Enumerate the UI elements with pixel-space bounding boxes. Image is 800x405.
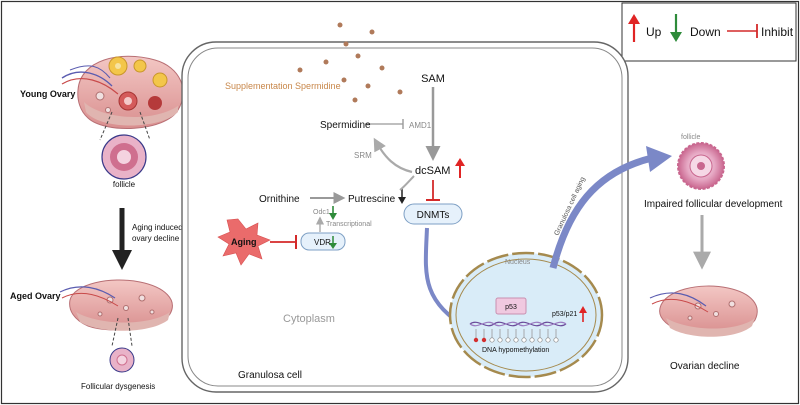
granulosa-cell-label: Granulosa cell	[238, 370, 302, 381]
aging-burst: Aging	[217, 218, 271, 266]
aging-arrow-label-1: Aging induced	[132, 223, 183, 232]
follicle-illustration	[101, 134, 147, 180]
legend-up-label: Up	[646, 25, 662, 39]
young-ovary-illustration	[61, 55, 184, 129]
spermidine-particles	[297, 22, 403, 103]
legend-inhibit-label: Inhibit	[761, 25, 794, 39]
sam-label: SAM	[421, 73, 445, 85]
up-arrow-icon	[628, 14, 640, 42]
dysgenic-follicle-illustration	[109, 347, 135, 373]
nucleus	[448, 251, 604, 379]
aging-arrow-label-2: ovary decline	[132, 234, 180, 243]
inhibit-icon	[727, 24, 758, 38]
dcsam-label: dcSAM	[415, 165, 450, 177]
transcriptional-label: Transcriptional	[326, 221, 372, 228]
legend-down-label: Down	[690, 25, 721, 39]
ornithine-label: Ornithine	[259, 194, 300, 205]
odc1-label: Odc1	[313, 209, 330, 216]
impaired-development-label: Impaired follicular development	[644, 199, 783, 210]
dnmts-label: DNMTs	[417, 210, 450, 221]
right-follicle-label: follicle	[681, 134, 701, 141]
methylation-marks	[473, 329, 559, 343]
dnmts-box: DNMTs	[403, 203, 463, 225]
spermidine-label: Spermidine	[320, 120, 371, 131]
young-ovary-label: Young Ovary	[20, 89, 75, 99]
cytoplasm-label: Cytoplasm	[283, 313, 335, 325]
dcsam-up-icon	[455, 158, 465, 178]
impaired-follicle-illustration	[677, 142, 725, 190]
putrescine-down-icon	[398, 188, 406, 204]
putrescine-label: Putrescine	[348, 194, 396, 205]
follicular-dysgenesis-label: Follicular dysgenesis	[81, 382, 155, 391]
aging-label: Aging	[231, 237, 257, 247]
p53-label: p53	[505, 304, 517, 311]
left-panel: Young Ovary follicle Aging	[10, 55, 184, 391]
dna-helix	[469, 321, 567, 327]
nucleus-label: Nucleus	[505, 259, 531, 266]
vdr-box: VDR	[300, 232, 346, 251]
vdr-down-icon	[329, 243, 337, 249]
aged-ovary-label: Aged Ovary	[10, 291, 61, 301]
follicle-label: follicle	[113, 180, 136, 189]
srm-arrow	[373, 137, 413, 174]
legend: Up Down Inhibit	[621, 2, 797, 62]
amd1-label: AMD1	[409, 121, 432, 130]
ovarian-decline-label: Ovarian decline	[670, 361, 740, 372]
p53-p21-label: p53/p21	[552, 311, 577, 318]
declined-ovary-illustration	[649, 285, 758, 337]
srm-label: SRM	[354, 151, 372, 160]
p53-p21-up-icon	[579, 306, 587, 322]
granulosa-aging-arrow	[549, 154, 653, 269]
down-arrow-icon	[670, 14, 682, 42]
granulosa-aging-arrowhead	[646, 146, 672, 172]
dna-hypomethylation-label: DNA hypomethylation	[482, 347, 549, 354]
right-panel: follicle Impaired follicular development…	[644, 134, 783, 372]
putrescine-to-dcsam-link	[399, 175, 415, 191]
supplementation-label: Supplementation Spermidine	[225, 81, 341, 91]
aged-ovary-illustration	[59, 279, 173, 331]
vdr-label: VDR	[314, 238, 331, 247]
p53-box: p53	[495, 297, 527, 315]
odc1-down-icon	[329, 206, 337, 220]
